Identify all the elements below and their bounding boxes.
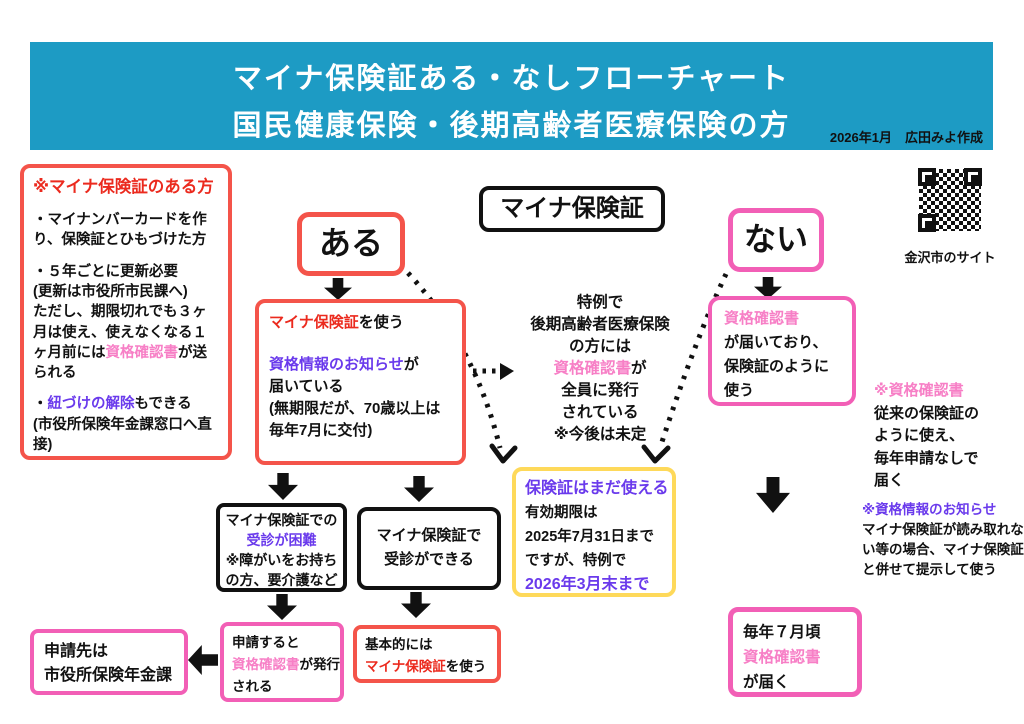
arrowhead-nai-to-yellow: [641, 444, 671, 464]
aru-node: ある: [297, 212, 405, 276]
panel-item-1: ・マイナンバーカードを作り、保険証とひもづけた方: [33, 212, 207, 249]
qr-finder-icon: [918, 214, 936, 232]
arrow-left-icon: [188, 645, 218, 675]
kakuninsho-received-box: 資格確認書 が届いており、 保険証のように 使う: [708, 296, 856, 406]
difficult-highlight: 受診が困難: [246, 532, 317, 548]
arrowhead-aru-to-yellow: [489, 443, 518, 464]
apply-issued-box: 申請すると 資格確認書が発行 される: [220, 622, 344, 702]
oshirase-note: ※資格情報のお知らせ マイナ保険証が読み取れない等の場合、マイナ保険証と併せて提…: [862, 500, 1024, 580]
note1-title: ※資格確認書: [874, 382, 964, 399]
still-valid-box: 保険証はまだ使える 有効期限は 2025年7月31日まで ですが、特例で 202…: [512, 467, 676, 597]
kakuninsho-highlight: 資格確認書: [743, 649, 821, 666]
arrow-down-icon: [756, 477, 790, 513]
kakuninsho-highlight: 資格確認書: [553, 360, 631, 377]
myna-highlight: マイナ保険証: [365, 659, 446, 674]
author-credit: 2026年1月 広田みよ作成: [829, 130, 983, 145]
panel-item-3: ・紐づけの解除もできる (市役所保険年金課窓口へ直接): [33, 396, 212, 454]
qr-code: [917, 167, 983, 233]
qr-finder-icon: [918, 168, 936, 186]
arrow-down-icon: [267, 594, 297, 620]
use-myna-box: マイナ保険証を使う 資格情報のお知らせが 届いている (無期限だが、70歳以上は…: [255, 299, 466, 465]
unlink-highlight: 紐づけの解除: [47, 396, 135, 413]
panel-item-2: ・５年ごとに更新必要 (更新は市役所市民課へ) ただし、期限切れでも３ヶ月は使え…: [33, 263, 207, 382]
note2-title: ※資格情報のお知らせ: [862, 502, 997, 517]
arrow-down-icon: [268, 473, 298, 500]
qr-caption: 金沢市のサイト: [904, 250, 996, 265]
poster-title-line2: 国民健康保険・後期高齢者医療保険の方: [232, 110, 791, 142]
visit-difficult-box: マイナ保険証での 受診が困難 ※障がいをお持ち の方、要介護など: [216, 503, 347, 592]
myna-holder-info-panel: ※マイナ保険証のある方 ・マイナンバーカードを作り、保険証とひもづけた方 ・５年…: [20, 164, 232, 460]
arrow-down-icon: [401, 592, 431, 618]
poster-title-line1: マイナ保険証ある・なしフローチャート: [232, 63, 791, 95]
nai-node: ない: [728, 208, 824, 272]
kakuninsho-note: ※資格確認書 従来の保険証の ように使え、 毎年申請なしで 届く: [874, 380, 1022, 493]
oshirase-highlight: 資格情報のお知らせ: [269, 356, 404, 373]
visit-ok-box: マイナ保険証で 受診ができる: [357, 507, 501, 590]
arrow-down-icon: [404, 476, 434, 502]
myna-hokensho-node: マイナ保険証: [479, 186, 665, 232]
panel-title: ※マイナ保険証のある方: [33, 178, 214, 196]
kakuninsho-highlight: 資格確認書: [232, 657, 300, 672]
kakuninsho-highlight: 資格確認書: [105, 344, 179, 361]
kakuninsho-highlight: 資格確認書: [724, 310, 800, 327]
myna-highlight: マイナ保険証: [269, 314, 359, 331]
panel-item-4: (市役所保険年金課窓口へ直接): [33, 416, 212, 454]
note2-body: マイナ保険証が読み取れない等の場合、マイナ保険証と併せて提示して使う: [862, 522, 1024, 577]
apply-office-box: 申請先は 市役所保険年金課: [30, 629, 188, 695]
basic-use-box: 基本的には マイナ保険証を使う: [353, 625, 501, 683]
header-banner: マイナ保険証ある・なしフローチャート 国民健康保険・後期高齢者医療保険の方 20…: [30, 42, 993, 150]
arrow-down-icon: [324, 278, 352, 300]
qr-finder-icon: [964, 168, 982, 186]
yearly-delivery-box: 毎年７月頃 資格確認書 が届く: [728, 607, 862, 697]
tokurei-note: 特例で 後期高齢者医療保険 の方には 資格確認書が 全員に発行 されている ※今…: [530, 294, 670, 443]
